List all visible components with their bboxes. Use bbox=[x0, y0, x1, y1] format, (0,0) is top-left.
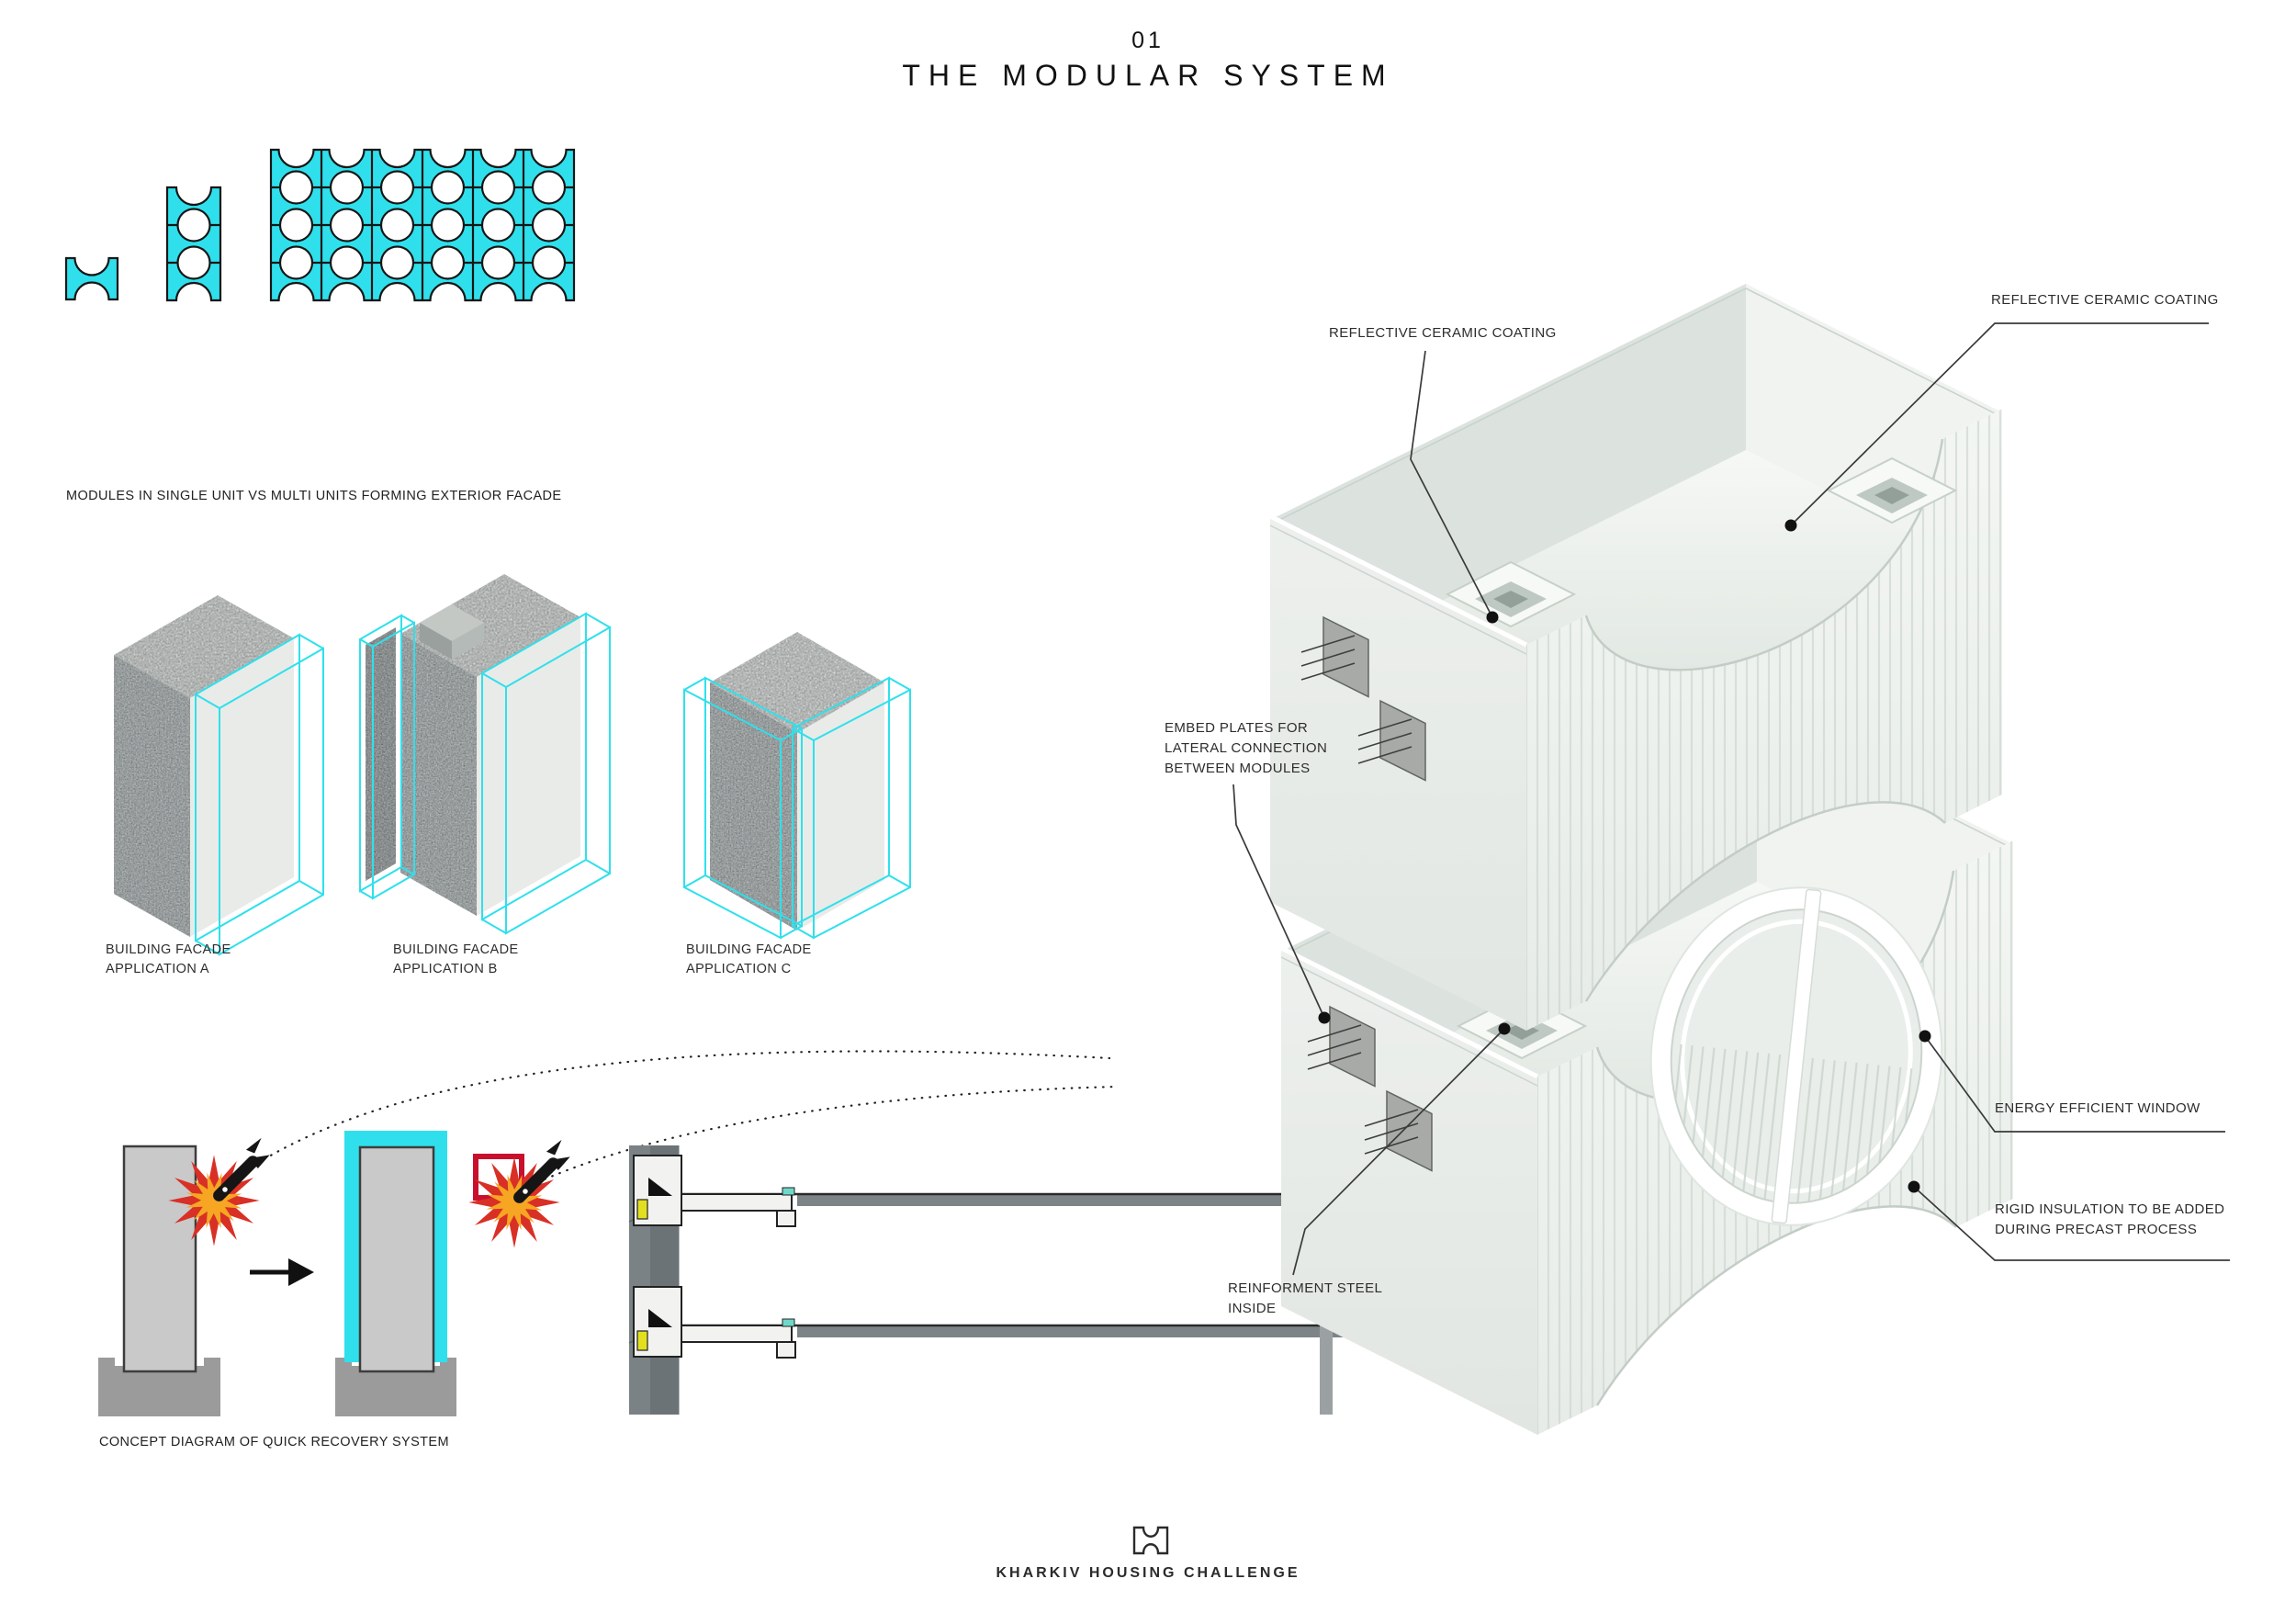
coating-wireframe-b-right bbox=[481, 612, 611, 935]
annotation-window: ENERGY EFFICIENT WINDOW bbox=[1995, 1100, 2200, 1116]
embed-plate bbox=[1300, 615, 1369, 698]
concept-diagram bbox=[98, 1050, 1120, 1416]
section-connector-teal bbox=[782, 1187, 795, 1196]
leader-reinforcement bbox=[1292, 1028, 1505, 1276]
section-marker-yellow bbox=[636, 1199, 648, 1220]
single-module-shape bbox=[64, 256, 119, 301]
energy-efficient-window bbox=[1649, 886, 1943, 1226]
leader-insulation bbox=[1913, 1186, 2230, 1261]
building-1 bbox=[122, 1145, 197, 1373]
corner-connector-post bbox=[1826, 457, 1958, 524]
coating-wireframe-b-left bbox=[359, 614, 415, 900]
coating-wireframe-c-right bbox=[792, 676, 911, 940]
trajectory-dotted-2 bbox=[514, 1085, 1120, 1194]
annotation-reflective-right: REFLECTIVE CERAMIC COATING bbox=[1991, 292, 2219, 308]
annotation-insulation: RIGID INSULATION TO BE ADDED DURING PREC… bbox=[1995, 1201, 2225, 1237]
concept-caption: CONCEPT DIAGRAM OF QUICK RECOVERY SYSTEM bbox=[99, 1435, 449, 1449]
annotation-leaders bbox=[1232, 322, 2230, 1276]
embed-plate bbox=[1357, 699, 1426, 782]
leader-window bbox=[1924, 1035, 2225, 1133]
embed-plate bbox=[1307, 1005, 1376, 1088]
leader-reflective-right bbox=[1790, 322, 2209, 526]
facade-block-c bbox=[683, 632, 911, 940]
facade-label-b: BUILDING FACADE APPLICATION B bbox=[393, 942, 519, 976]
page-number: 01 bbox=[1131, 28, 1165, 53]
building-2 bbox=[358, 1145, 435, 1373]
annotation-dots bbox=[1318, 519, 1931, 1193]
right-arrow-icon bbox=[250, 1258, 314, 1286]
facade-label-a: BUILDING FACADE APPLICATION A bbox=[106, 942, 231, 976]
window-mullion bbox=[1771, 888, 1822, 1224]
module-stack-shape bbox=[165, 186, 222, 302]
leader-embed-plates bbox=[1232, 784, 1325, 1019]
embed-plate bbox=[1364, 1089, 1433, 1172]
page-title: THE MODULAR SYSTEM bbox=[902, 59, 1394, 92]
floor-connection-unit bbox=[633, 1155, 1367, 1227]
annotation-reflective-left: REFLECTIVE CERAMIC COATING bbox=[1329, 325, 1557, 341]
corner-connector-post bbox=[1445, 560, 1577, 628]
coating-wireframe-a bbox=[195, 633, 324, 956]
module-logo-icon bbox=[1132, 1526, 1169, 1555]
leader-reflective-left bbox=[1410, 350, 1493, 618]
module-render-lower bbox=[1279, 708, 2015, 1435]
footer-brand: KHARKIV HOUSING CHALLENGE bbox=[996, 1565, 1300, 1581]
annotation-embed-plates: EMBED PLATES FOR LATERAL CONNECTION BETW… bbox=[1165, 720, 1328, 776]
facade-label-c: BUILDING FACADE APPLICATION C bbox=[686, 942, 812, 976]
modules-caption: MODULES IN SINGLE UNIT VS MULTI UNITS FO… bbox=[66, 489, 562, 503]
module-grid-shape bbox=[269, 148, 576, 302]
coating-wireframe-c-left bbox=[683, 676, 803, 940]
modules-diagram bbox=[64, 148, 576, 302]
section-anchor-triangle bbox=[648, 1178, 672, 1196]
annotation-reinforcement: REINFORMENT STEEL INSIDE bbox=[1228, 1280, 1383, 1316]
facade-block-b bbox=[359, 574, 611, 935]
module-render-top bbox=[1268, 276, 2004, 1031]
facade-block-a bbox=[114, 595, 324, 956]
